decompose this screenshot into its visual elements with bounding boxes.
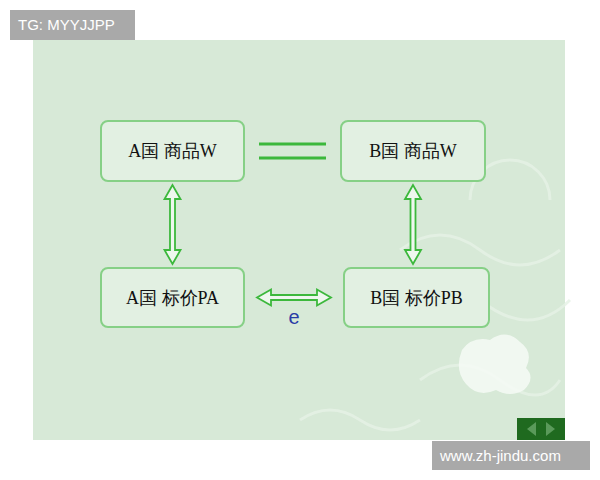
dragon-emblem — [459, 334, 531, 394]
arrow-shape — [405, 185, 421, 264]
equals-connector — [259, 144, 326, 158]
exchange-rate-label: e — [285, 307, 302, 327]
watermark: www.zh-jindu.com — [432, 441, 590, 470]
box-text: A国 标价PA — [126, 286, 219, 310]
process-box: B国 商品W — [340, 120, 486, 182]
process-box: A国 标价PA — [100, 267, 245, 328]
double-arrow — [257, 290, 331, 306]
box-text: B国 商品W — [369, 139, 457, 163]
background-ornament — [300, 160, 570, 430]
box-text: B国 标价PB — [370, 286, 463, 310]
double-arrow — [405, 185, 421, 264]
equals-stroke — [259, 143, 326, 146]
nav-button — [517, 418, 565, 440]
process-box: A国 商品W — [100, 120, 245, 182]
process-box: B国 标价PB — [343, 267, 490, 328]
arrow-shape — [257, 290, 331, 306]
watermark: TG: MYYJJPP — [10, 10, 135, 40]
arrow-shape — [165, 185, 181, 264]
equals-stroke — [259, 157, 326, 160]
slide-panel — [33, 40, 565, 440]
box-text: A国 商品W — [128, 139, 217, 163]
double-arrow — [165, 185, 181, 264]
